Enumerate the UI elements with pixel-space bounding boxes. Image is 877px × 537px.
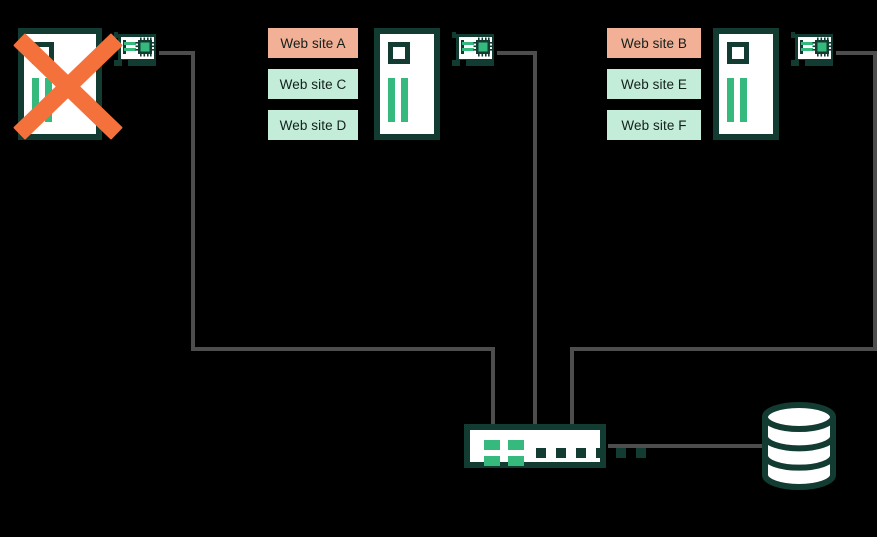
cable-segment (497, 51, 537, 55)
switch-status-led (508, 456, 524, 466)
cable-segment (191, 51, 195, 351)
switch-port (556, 448, 566, 458)
cable-segment (836, 51, 877, 55)
switch-ports (536, 448, 646, 458)
switch-status-indicators (484, 440, 524, 466)
switch-port (596, 448, 606, 458)
network-interface-card-icon[interactable] (450, 30, 498, 72)
switch-port (536, 448, 546, 458)
switch-status-led (508, 440, 524, 450)
web-site-label[interactable]: Web site F (607, 110, 701, 140)
switch-status-led (484, 456, 500, 466)
cable-segment (570, 347, 877, 351)
switch-status-led (484, 440, 500, 450)
server-chassis[interactable] (713, 28, 779, 140)
cable-segment (491, 347, 495, 427)
web-site-label[interactable]: Web site B (607, 28, 701, 58)
cable-segment (873, 51, 877, 351)
cable-segment (608, 444, 763, 448)
server-power-led (388, 42, 410, 64)
cable-segment (570, 347, 574, 427)
cable-segment (191, 347, 495, 351)
server-indicator-bar (727, 78, 734, 122)
network-interface-card-icon[interactable] (112, 30, 160, 72)
web-site-label[interactable]: Web site E (607, 69, 701, 99)
server-chassis[interactable] (374, 28, 440, 140)
server-power-led (727, 42, 749, 64)
cable-segment (159, 51, 195, 55)
switch-port (616, 448, 626, 458)
web-site-label[interactable]: Web site D (268, 110, 358, 140)
server-indicator-bar (388, 78, 395, 122)
server-chassis[interactable] (18, 28, 102, 140)
switch-port (576, 448, 586, 458)
cable-segment (533, 51, 537, 427)
server-indicator-bar (45, 78, 52, 122)
web-site-label[interactable]: Web site A (268, 28, 358, 58)
server-power-led (32, 42, 54, 64)
server-indicator-bar (32, 78, 39, 122)
network-switch[interactable] (464, 424, 646, 468)
database-cylinder[interactable] (762, 402, 836, 490)
server-indicator-bar (740, 78, 747, 122)
network-interface-card-icon[interactable] (789, 30, 837, 72)
web-site-label[interactable]: Web site C (268, 69, 358, 99)
switch-port (636, 448, 646, 458)
server-indicator-bar (401, 78, 408, 122)
